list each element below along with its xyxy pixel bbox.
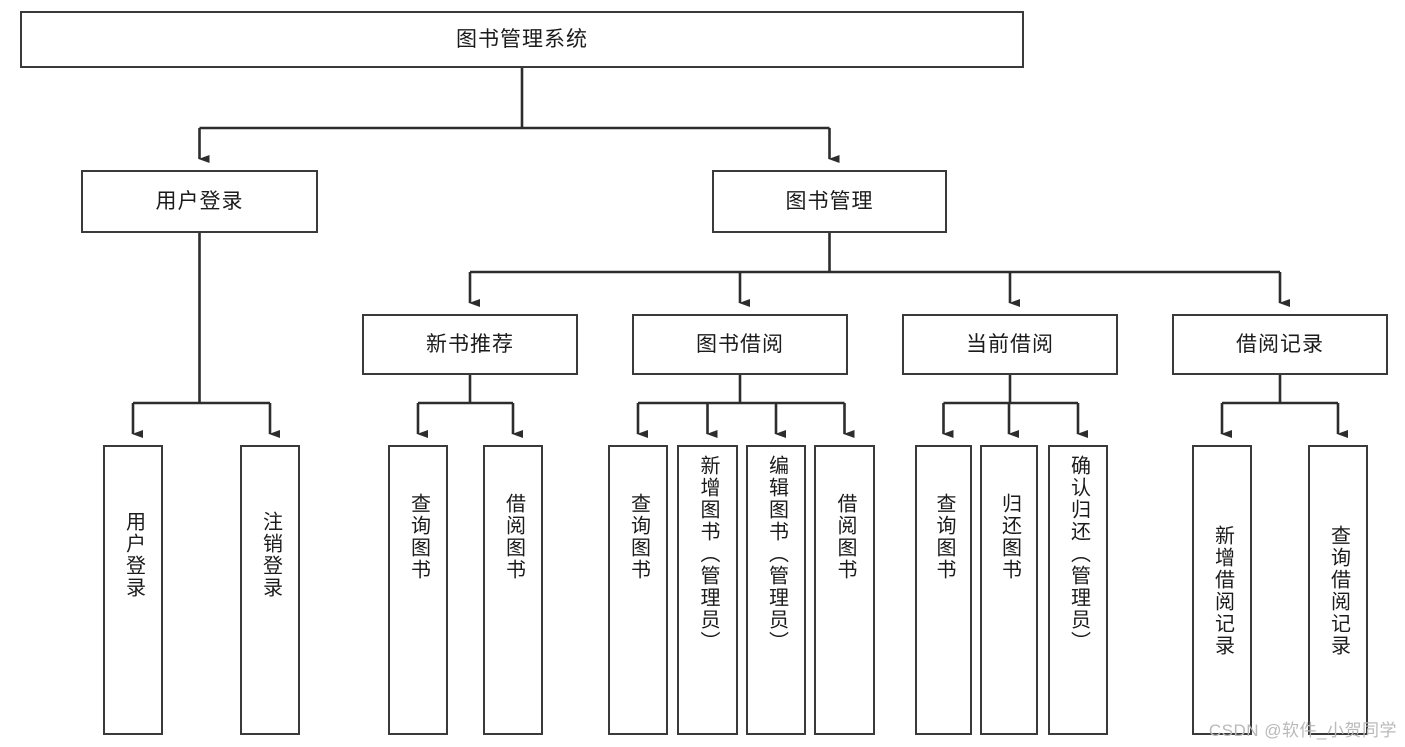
node-leaf-query-book-1[interactable]: 查询图书 bbox=[388, 445, 448, 735]
node-book-borrow[interactable]: 图书借阅 bbox=[632, 314, 848, 375]
node-current-borrow[interactable]: 当前借阅 bbox=[902, 314, 1118, 375]
node-leaf-add-book[interactable]: 新增图书（管理员） bbox=[677, 445, 738, 735]
node-leaf-borrow-book-2[interactable]: 借阅图书 bbox=[814, 445, 875, 735]
node-user-login-label: 用户登录 bbox=[155, 189, 244, 213]
node-leaf-return-book[interactable]: 归还图书 bbox=[980, 445, 1038, 735]
node-leaf-user-login[interactable]: 用户登录 bbox=[103, 445, 163, 735]
node-leaf-add-record[interactable]: 新增借阅记录 bbox=[1192, 445, 1252, 735]
node-borrow-record-label: 借阅记录 bbox=[1236, 332, 1324, 356]
node-leaf-query-record[interactable]: 查询借阅记录 bbox=[1308, 445, 1368, 735]
node-leaf-borrow-book-1-label: 借阅图书 bbox=[502, 493, 525, 581]
watermark: CSDN @软件_小贺同学 bbox=[1208, 721, 1397, 740]
node-leaf-query-book-3-label: 查询图书 bbox=[933, 493, 955, 581]
node-leaf-borrow-book-2-label: 借阅图书 bbox=[834, 493, 856, 581]
node-leaf-user-login-label: 用户登录 bbox=[122, 511, 145, 599]
node-new-book-rec-label: 新书推荐 bbox=[426, 332, 514, 356]
node-leaf-confirm-return-label: 确认归还（管理员） bbox=[1067, 455, 1090, 653]
node-book-manage-label: 图书管理 bbox=[785, 189, 874, 213]
node-leaf-return-book-label: 归还图书 bbox=[998, 493, 1021, 581]
node-leaf-borrow-book-1[interactable]: 借阅图书 bbox=[483, 445, 543, 735]
node-new-book-rec[interactable]: 新书推荐 bbox=[362, 314, 578, 375]
node-leaf-query-book-1-label: 查询图书 bbox=[407, 493, 430, 581]
node-leaf-query-book-3[interactable]: 查询图书 bbox=[915, 445, 972, 735]
node-book-borrow-label: 图书借阅 bbox=[696, 332, 784, 356]
node-leaf-query-record-label: 查询借阅记录 bbox=[1327, 525, 1350, 657]
node-book-manage[interactable]: 图书管理 bbox=[712, 170, 947, 233]
node-leaf-add-book-label: 新增图书（管理员） bbox=[697, 455, 719, 653]
node-leaf-query-book-2-label: 查询图书 bbox=[627, 493, 650, 581]
node-leaf-edit-book[interactable]: 编辑图书（管理员） bbox=[746, 445, 806, 735]
node-root[interactable]: 图书管理系统 bbox=[20, 11, 1024, 68]
node-leaf-user-logout[interactable]: 注销登录 bbox=[240, 445, 300, 735]
node-leaf-edit-book-label: 编辑图书（管理员） bbox=[765, 455, 788, 653]
node-borrow-record[interactable]: 借阅记录 bbox=[1172, 314, 1388, 375]
node-leaf-user-logout-label: 注销登录 bbox=[259, 511, 282, 599]
node-leaf-add-record-label: 新增借阅记录 bbox=[1211, 525, 1234, 657]
node-user-login[interactable]: 用户登录 bbox=[81, 170, 318, 233]
node-root-label: 图书管理系统 bbox=[456, 27, 588, 51]
node-current-borrow-label: 当前借阅 bbox=[966, 332, 1054, 356]
node-leaf-confirm-return[interactable]: 确认归还（管理员） bbox=[1048, 445, 1108, 735]
node-leaf-query-book-2[interactable]: 查询图书 bbox=[608, 445, 668, 735]
